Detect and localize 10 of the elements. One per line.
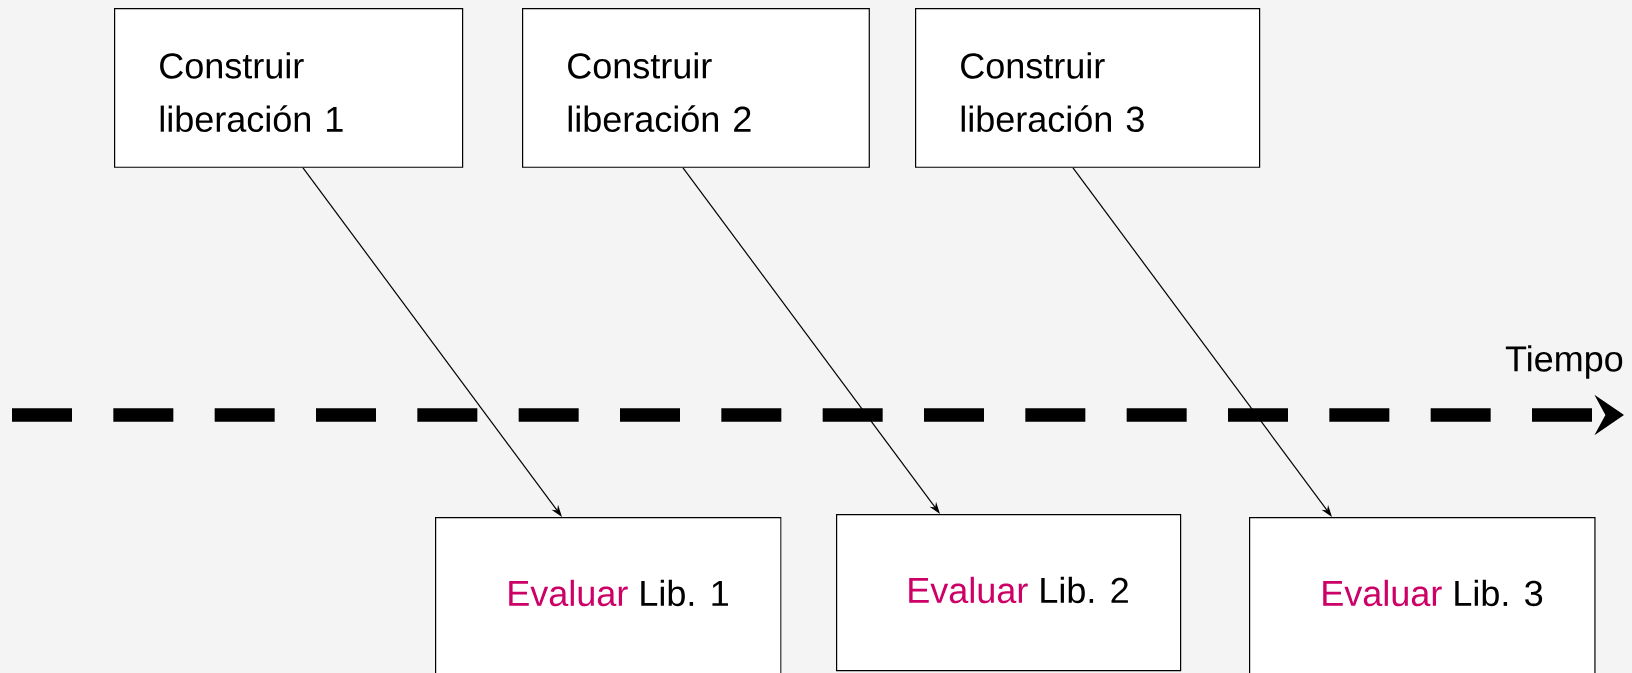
arrow [1072,167,1332,517]
arrow [682,167,940,514]
process-box: Evaluar Lib. 2 [836,514,1182,672]
process-box: Construir liberación 2 [522,8,870,168]
arrow [302,167,562,517]
process-box: Construir liberación 1 [114,8,464,168]
process-box: Construir liberación 3 [915,8,1261,168]
process-box: Evaluar Lib. 3 [1249,517,1596,673]
process-box: Evaluar Lib. 1 [435,517,782,673]
axis-label: Tiempo [1505,345,1623,379]
